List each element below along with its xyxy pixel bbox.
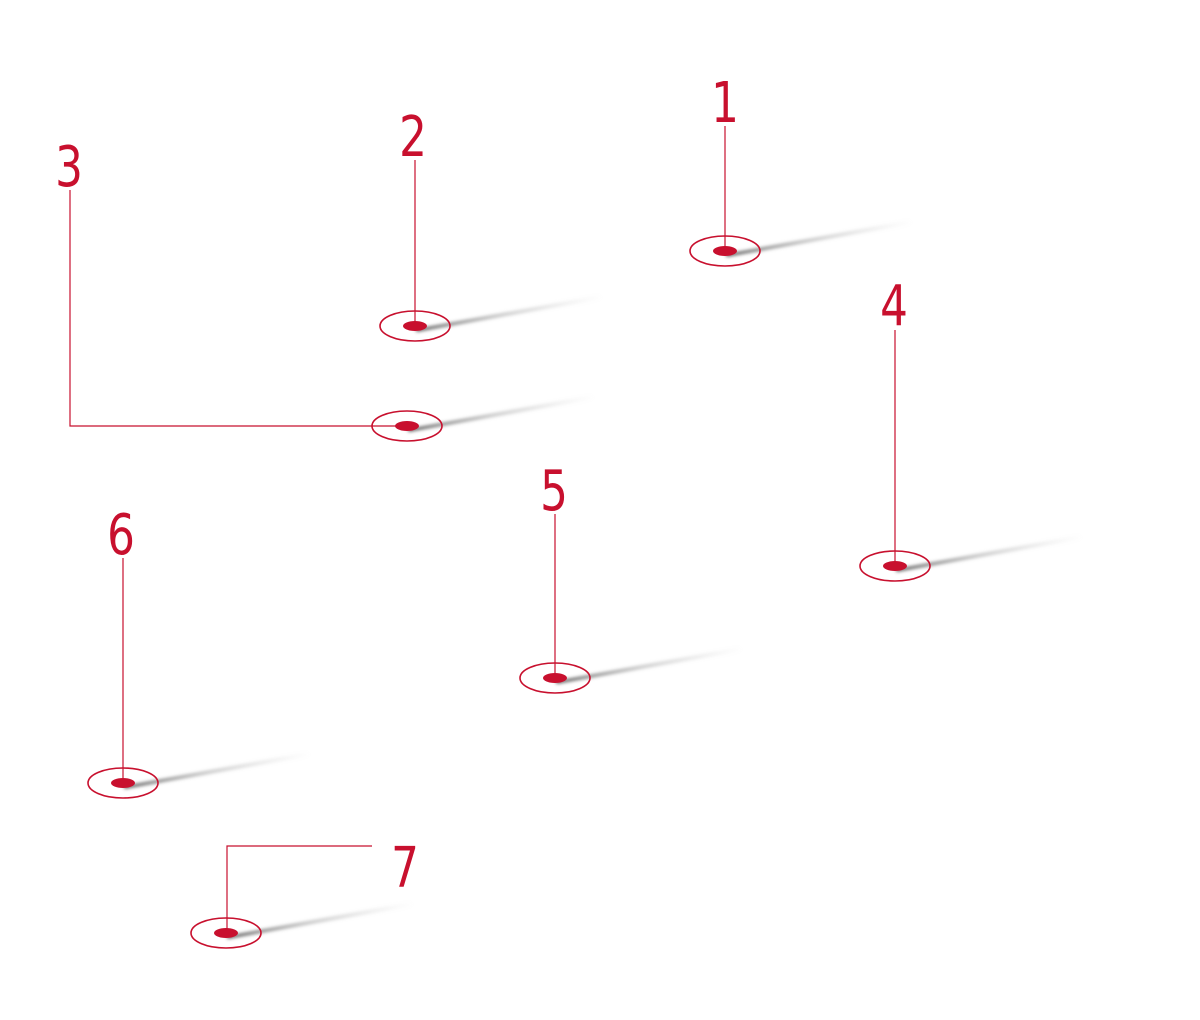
- marker-6: 6: [87, 502, 311, 799]
- marker-ring: [190, 917, 262, 949]
- marker-ring: [379, 310, 451, 342]
- marker-label: 3: [55, 134, 83, 200]
- marker-ring: [87, 767, 159, 799]
- marker-dot: [713, 246, 737, 256]
- marker-label: 4: [880, 273, 908, 339]
- marker-dot: [543, 673, 567, 683]
- marker-dot: [395, 421, 419, 431]
- marker-5: 5: [519, 458, 743, 694]
- marker-ring: [689, 235, 761, 267]
- marker-dot: [883, 561, 907, 571]
- marker-shadow-trail: [123, 752, 311, 789]
- marker-3: 3: [55, 134, 595, 442]
- marker-leader-line: [226, 845, 372, 929]
- marker-shadow-trail: [725, 220, 913, 257]
- marker-1: 1: [689, 70, 913, 267]
- marker-label: 5: [540, 458, 568, 524]
- marker-leader-line: [69, 190, 400, 427]
- marker-ring: [371, 410, 443, 442]
- marker-dot: [214, 928, 238, 938]
- marker-label: 1: [711, 70, 739, 136]
- marker-7: 7: [190, 835, 419, 949]
- marker-shadow-trail: [555, 647, 743, 684]
- marker-shadow-trail: [407, 395, 595, 432]
- marker-shadow-trail: [895, 535, 1083, 572]
- marker-shadow-trail: [415, 295, 603, 332]
- marker-ring: [519, 662, 591, 694]
- marker-dot: [111, 778, 135, 788]
- marker-2: 2: [379, 104, 603, 342]
- marker-shadow-trail: [226, 902, 414, 939]
- marker-label: 6: [107, 502, 135, 568]
- marker-label: 2: [399, 104, 427, 170]
- marker-dot: [403, 321, 427, 331]
- marker-label: 7: [391, 835, 419, 901]
- marker-ring: [859, 550, 931, 582]
- marker-4: 4: [859, 273, 1083, 582]
